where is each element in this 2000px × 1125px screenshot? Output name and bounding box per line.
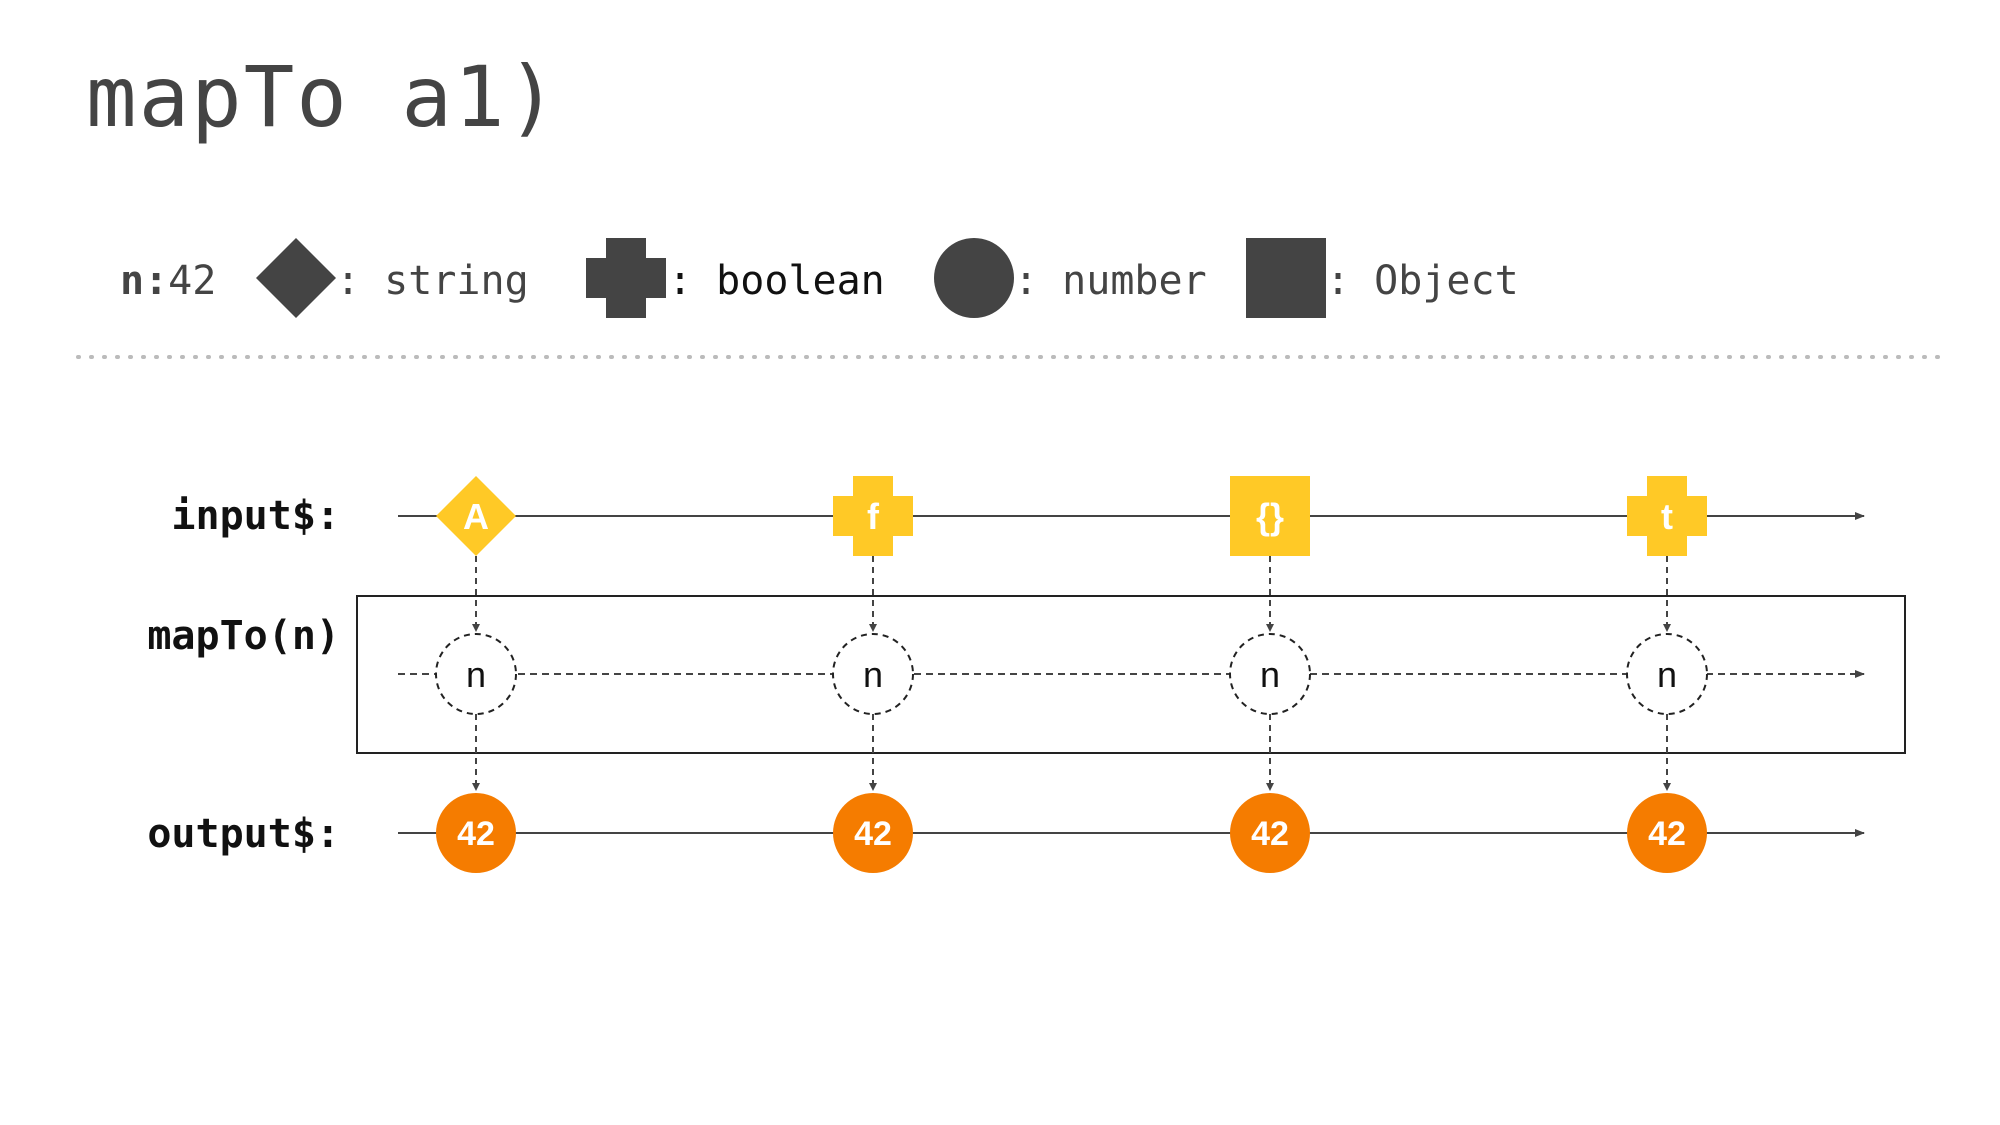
output-event-marble: 42 <box>1627 793 1707 873</box>
output-event-marble: 42 <box>833 793 913 873</box>
operator-event-label: n <box>863 654 883 695</box>
event-connectors <box>472 556 1671 791</box>
operator-event-marble: n <box>832 633 914 715</box>
legend-object-label: : Object <box>1326 258 1519 304</box>
legend-shapes <box>256 238 1326 318</box>
input-event-marble: f <box>833 476 913 556</box>
legend-diamond-icon <box>256 238 336 318</box>
legend-n-value: 42 <box>168 258 217 304</box>
operator-event-circle <box>832 633 914 715</box>
operator-box <box>356 595 1906 754</box>
output-event-label: 42 <box>457 815 495 853</box>
operator-event-circle <box>1626 633 1708 715</box>
legend-n-key: n: <box>120 258 169 304</box>
legend-square-icon <box>1246 238 1326 318</box>
output-event-marble: 42 <box>1230 793 1310 873</box>
legend-string-label: : string <box>336 258 529 304</box>
page-title: mapTo a1) <box>86 48 560 146</box>
input-row-label: input$: <box>171 493 340 539</box>
operator-event-label: n <box>1657 654 1677 695</box>
legend-boolean-label: : boolean <box>668 258 885 304</box>
operator-event-label: n <box>1260 654 1280 695</box>
legend-cross-icon <box>586 238 666 318</box>
output-event-label: 42 <box>1251 815 1289 853</box>
operator-event-circle <box>1229 633 1311 715</box>
operator-event-marble: n <box>1229 633 1311 715</box>
legend-circle-icon <box>934 238 1014 318</box>
output-event-label: 42 <box>854 815 892 853</box>
input-event-cross-shape <box>833 476 913 556</box>
output-events: 42 42 42 42 <box>436 793 1707 873</box>
output-event-circle-shape <box>833 793 913 873</box>
input-event-label: t <box>1661 496 1673 537</box>
operator-event-label: n <box>466 654 486 695</box>
input-event-diamond-shape <box>436 476 516 556</box>
legend-number-label: : number <box>1014 258 1207 304</box>
output-event-marble: 42 <box>436 793 516 873</box>
input-event-marble: t <box>1627 476 1707 556</box>
output-event-circle-shape <box>1230 793 1310 873</box>
output-event-label: 42 <box>1648 815 1686 853</box>
input-event-marble: {} <box>1230 476 1310 556</box>
output-event-circle-shape <box>1627 793 1707 873</box>
input-event-marble: A <box>436 476 516 556</box>
input-event-label: f <box>867 496 880 537</box>
operator-row-label: mapTo(n) <box>147 613 340 659</box>
legend-n-definition: n:42 <box>120 258 216 304</box>
input-event-label: {} <box>1256 496 1284 537</box>
operator-event-circle <box>435 633 517 715</box>
input-event-label: A <box>463 496 489 537</box>
input-event-square-shape <box>1230 476 1310 556</box>
operator-event-marble: n <box>435 633 517 715</box>
input-event-cross-shape <box>1627 476 1707 556</box>
operator-event-marble: n <box>1626 633 1708 715</box>
output-row-label: output$: <box>147 811 340 857</box>
output-event-circle-shape <box>436 793 516 873</box>
